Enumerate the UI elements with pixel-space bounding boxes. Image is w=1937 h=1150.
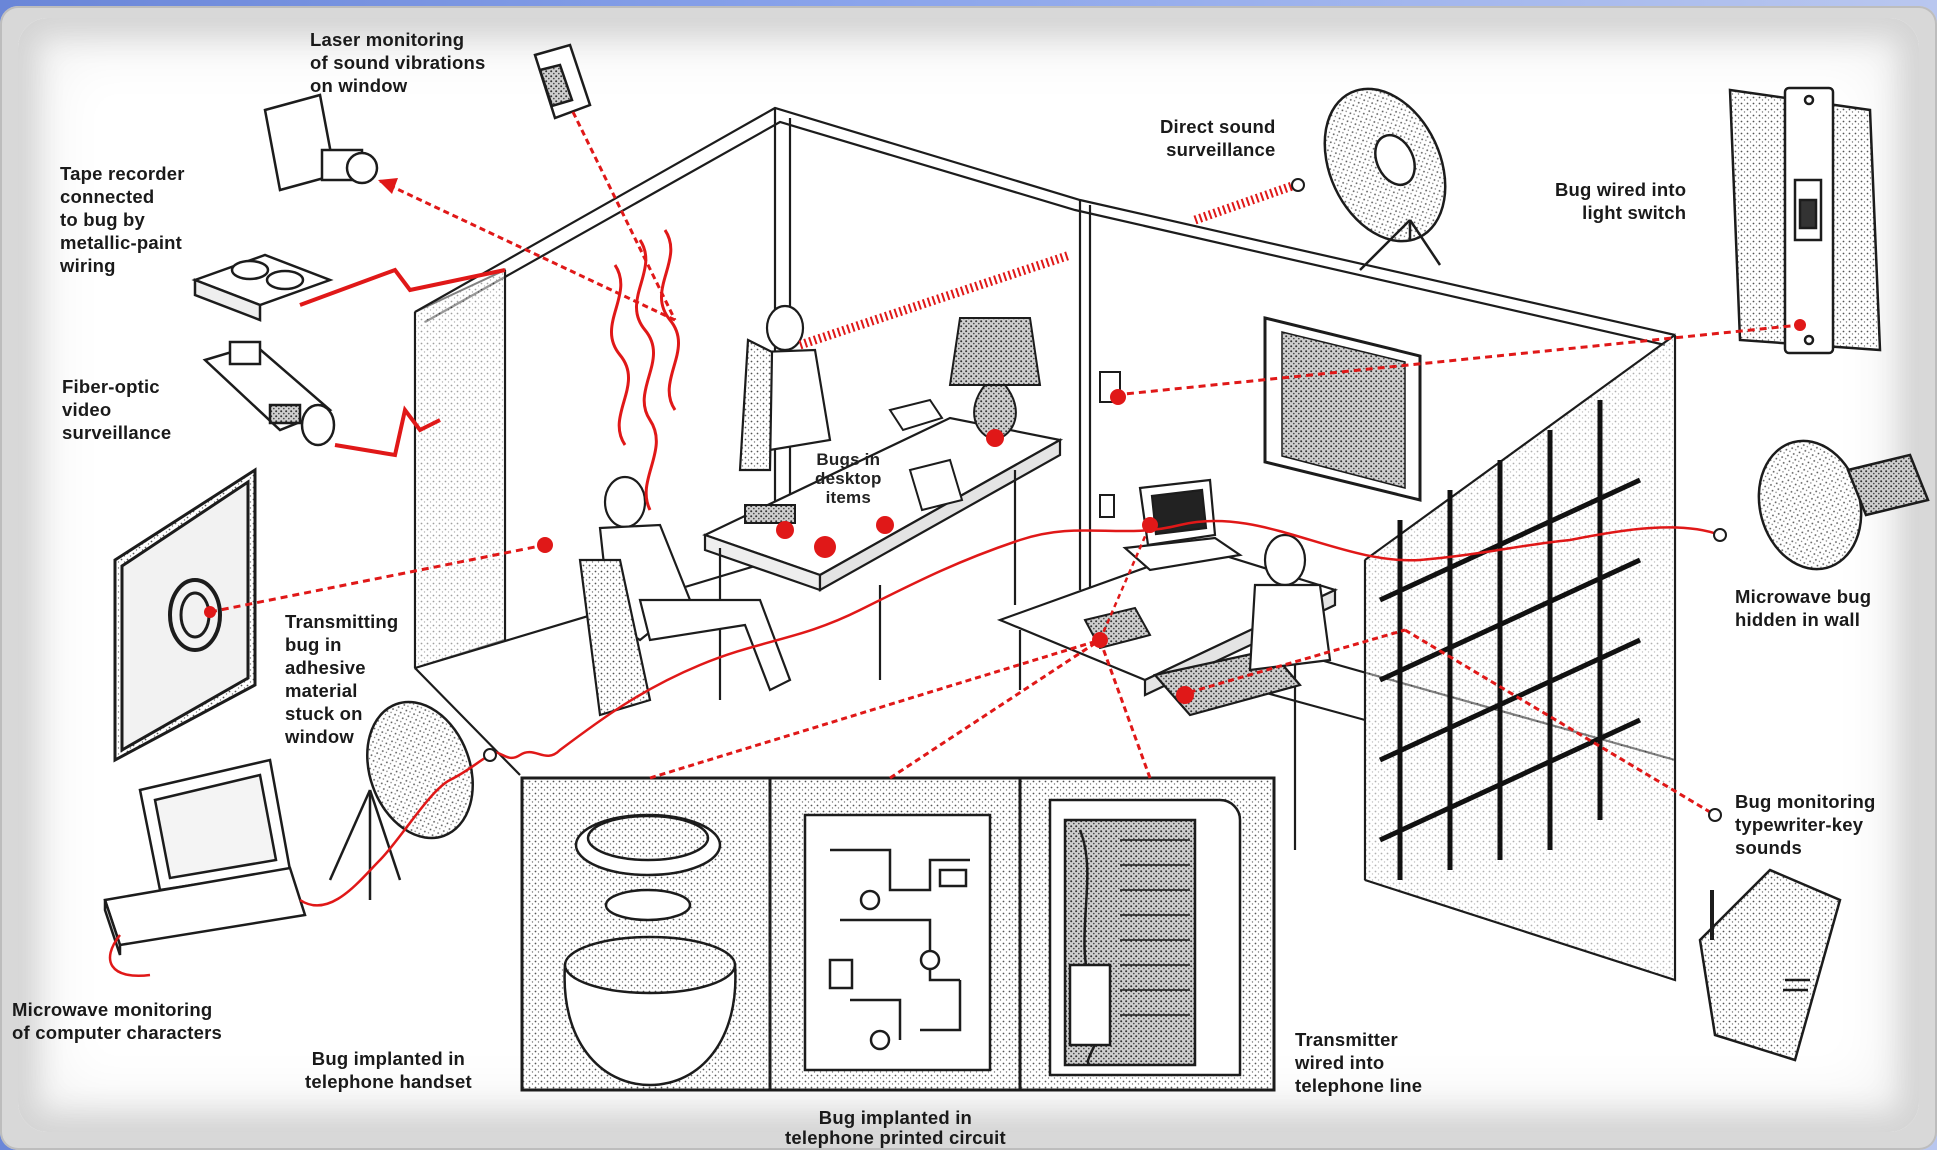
fiber-optic-camera-icon bbox=[205, 342, 334, 445]
label-transmitting-bug: Transmitting bug in adhesive material st… bbox=[285, 610, 398, 748]
microwave-dish-icon bbox=[1745, 429, 1928, 580]
label-typewriter: Bug monitoring typewriter-key sounds bbox=[1735, 790, 1876, 859]
computer-monitor-icon bbox=[105, 760, 305, 955]
direct-sound-dish-icon bbox=[1301, 69, 1468, 270]
inset-phone-details bbox=[522, 778, 1274, 1090]
label-handset: Bug implanted in telephone handset bbox=[305, 1047, 472, 1093]
telephone-junction-box-icon bbox=[1050, 800, 1240, 1075]
wall-painting bbox=[1265, 318, 1420, 500]
label-fiber-optic: Fiber-optic video surveillance bbox=[62, 375, 171, 444]
light-switch-icon bbox=[1730, 88, 1880, 353]
label-transmitter: Transmitter wired into telephone line bbox=[1295, 1028, 1422, 1097]
printed-circuit-icon bbox=[805, 815, 990, 1070]
label-printed-circuit: Bug implanted in telephone printed circu… bbox=[785, 1108, 1006, 1148]
label-laser-monitoring: Laser monitoring of sound vibrations on … bbox=[310, 28, 485, 97]
tape-recorder-icon bbox=[195, 255, 330, 320]
video-camera-icon bbox=[265, 95, 377, 190]
telephone-handset-icon bbox=[565, 815, 736, 1085]
label-microwave-computer: Microwave monitoring of computer charact… bbox=[12, 998, 222, 1044]
label-light-switch: Bug wired into light switch bbox=[1555, 178, 1686, 224]
label-desktop-items: Bugs in desktop items bbox=[815, 450, 882, 507]
left-wall-panel bbox=[415, 270, 505, 668]
wall-outlet-lower bbox=[1100, 495, 1114, 517]
window-pane-icon bbox=[115, 470, 255, 760]
label-direct-sound: Direct sound surveillance bbox=[1160, 115, 1275, 161]
laser-projector-icon bbox=[535, 45, 590, 118]
receiver-radio-icon bbox=[1700, 870, 1840, 1060]
label-tape-recorder: Tape recorder connected to bug by metall… bbox=[60, 162, 185, 277]
label-microwave-wall: Microwave bug hidden in wall bbox=[1735, 585, 1871, 631]
